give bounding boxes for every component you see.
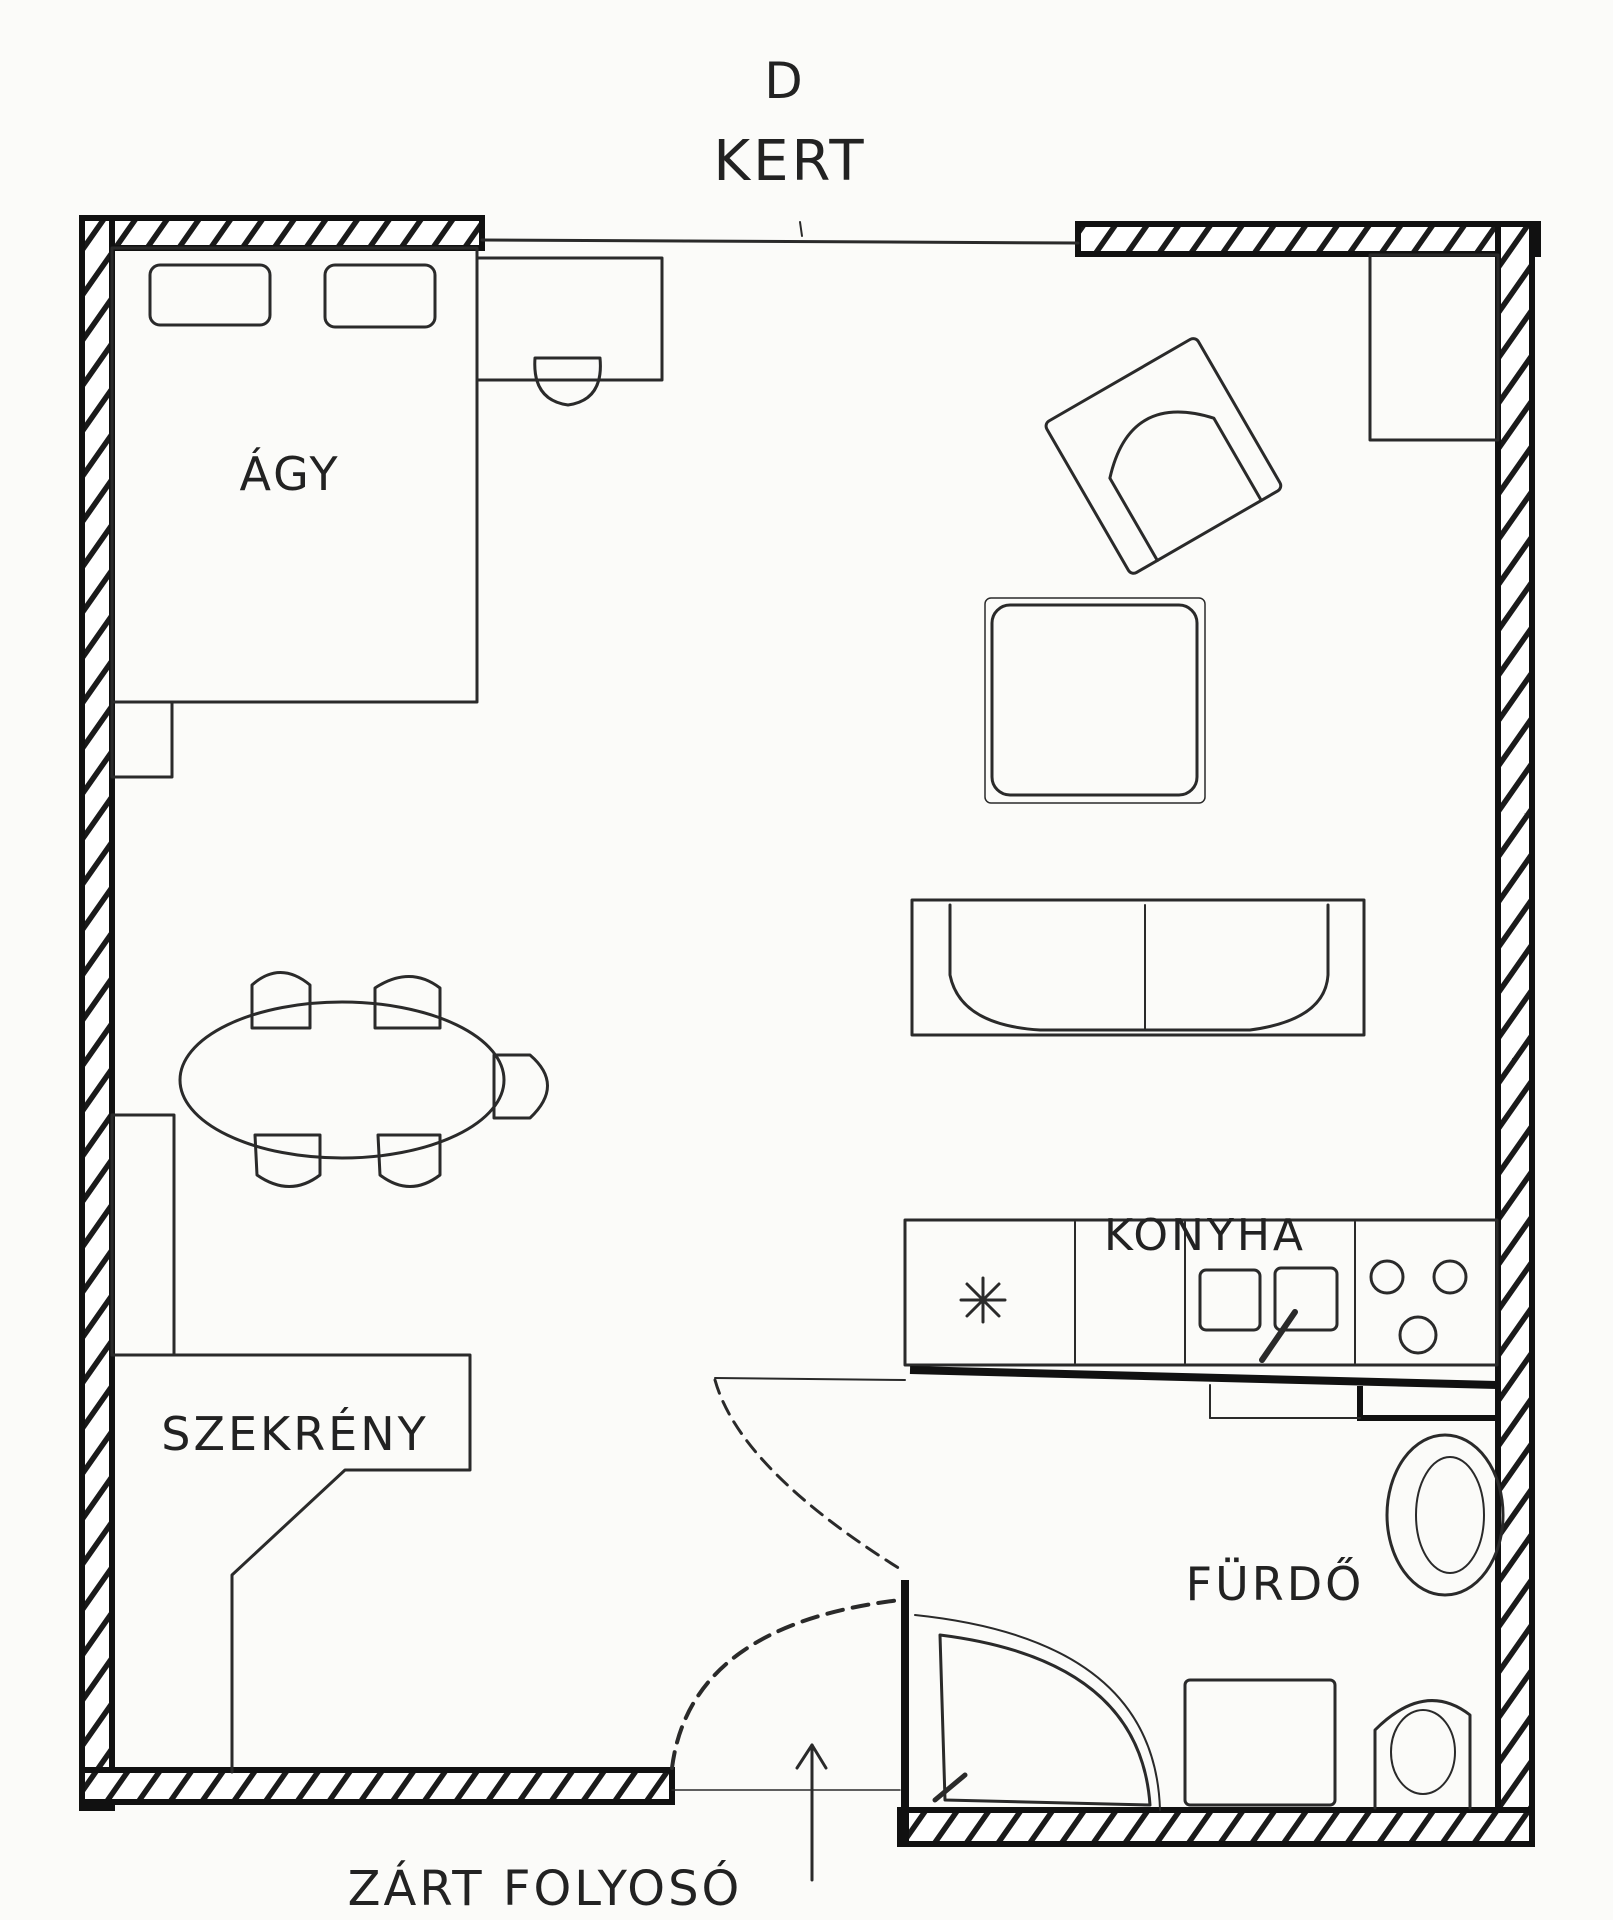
- wall-bottom-right: [897, 1807, 1535, 1847]
- corner-cabinet: [1368, 253, 1500, 442]
- bed-label: ÁGY: [239, 447, 340, 501]
- window-tick: [799, 221, 803, 237]
- nightstand: [110, 700, 174, 779]
- entrance-door[interactable]: [670, 1598, 902, 1770]
- exterior-walls: [79, 215, 1541, 1847]
- chair: [376, 1133, 442, 1188]
- shower-drain: [932, 1772, 968, 1803]
- wall-left: [79, 215, 115, 1811]
- pillow-right: [323, 263, 437, 329]
- sofa: [910, 898, 1366, 1037]
- chair: [373, 975, 442, 1030]
- bed: ÁGY: [110, 246, 479, 704]
- bathroom-sink: [1385, 1433, 1505, 1597]
- desk: [475, 256, 664, 407]
- dining-table: [178, 971, 549, 1188]
- armchair: [1044, 337, 1283, 575]
- wall-top-left: [79, 215, 485, 251]
- faucet: [1259, 1309, 1298, 1363]
- pillow-left: [148, 263, 272, 327]
- chair: [250, 971, 312, 1030]
- hob-burner: [1432, 1259, 1468, 1295]
- sink-basin: [1273, 1266, 1339, 1332]
- bathroom-label: FÜRDŐ: [1186, 1557, 1365, 1611]
- side-cabinet: [110, 1113, 176, 1357]
- wall-bottom-left: [79, 1767, 675, 1805]
- compass-label: D: [764, 52, 806, 110]
- toilet: [1373, 1699, 1472, 1810]
- ottoman: [990, 603, 1199, 797]
- wardrobe: SZEKRÉNY: [110, 1353, 472, 1774]
- window-top: [480, 238, 1080, 245]
- wall-top-right: [1075, 221, 1541, 257]
- hob-burner: [1398, 1315, 1438, 1355]
- bathroom-door[interactable]: [713, 1378, 907, 1574]
- snowflake-icon: [959, 1276, 1007, 1324]
- garden-label: KERT: [713, 129, 866, 194]
- chair: [492, 1053, 549, 1120]
- wall-right: [1495, 221, 1535, 1847]
- chair: [253, 1133, 322, 1188]
- sink-basin: [1198, 1268, 1262, 1332]
- kitchen-partition: [909, 1366, 1498, 1389]
- kitchen-label: KONYHA: [1104, 1210, 1306, 1261]
- bathroom: FÜRDŐ: [901, 1384, 1505, 1842]
- corridor-label: ZÁRT FOLYOSÓ: [348, 1860, 743, 1917]
- kitchen: KONYHA: [903, 1210, 1499, 1389]
- entrance-arrow-icon: [795, 1743, 828, 1882]
- desk-chair: [533, 356, 602, 407]
- shower-tray: [938, 1633, 1152, 1807]
- wardrobe-label: SZEKRÉNY: [161, 1407, 428, 1461]
- washing-machine: [1183, 1678, 1337, 1807]
- hob-burner: [1369, 1259, 1405, 1295]
